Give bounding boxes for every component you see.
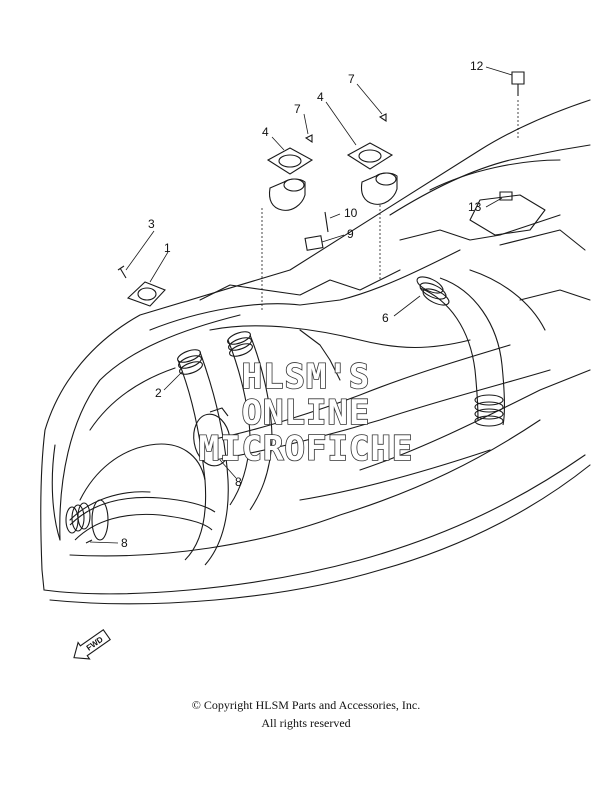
watermark-line-3: MICROFICHE: [199, 429, 414, 469]
callout-2: 2: [155, 386, 162, 400]
intake-hoses: [65, 276, 505, 566]
callout-4-right: 4: [317, 90, 324, 104]
callout-4-left: 4: [262, 125, 269, 139]
callout-6: 6: [382, 311, 389, 325]
callout-labels: 1 2 3 4 4 6 7 7 8 8 9 10 12 13: [121, 59, 484, 550]
callout-1: 1: [164, 241, 171, 255]
small-fasteners: [117, 71, 525, 279]
copyright-line: © Copyright HLSM Parts and Accessories, …: [191, 698, 421, 712]
callout-9: 9: [347, 227, 354, 241]
rights-line: All rights reserved: [261, 716, 351, 730]
vent-caps: [126, 142, 398, 307]
fwd-arrow-icon: FWD: [73, 628, 111, 660]
hull-outline: [40, 99, 591, 605]
callout-3: 3: [148, 217, 155, 231]
callout-10: 10: [344, 206, 358, 220]
callout-13: 13: [468, 200, 482, 214]
leader-lines: [89, 66, 519, 544]
callout-7-left: 7: [294, 102, 301, 116]
watermark-line-2: ONLINE: [242, 393, 371, 433]
callout-12: 12: [470, 59, 484, 73]
callout-8-front: 8: [121, 536, 128, 550]
callout-8-center: 8: [235, 475, 242, 489]
hose-clamps: [85, 407, 231, 544]
watermark: HLSM'S ONLINE MICROFICHE: [198, 356, 414, 470]
callout-7-right: 7: [348, 72, 355, 86]
watermark-line-1: HLSM'S: [242, 357, 371, 397]
